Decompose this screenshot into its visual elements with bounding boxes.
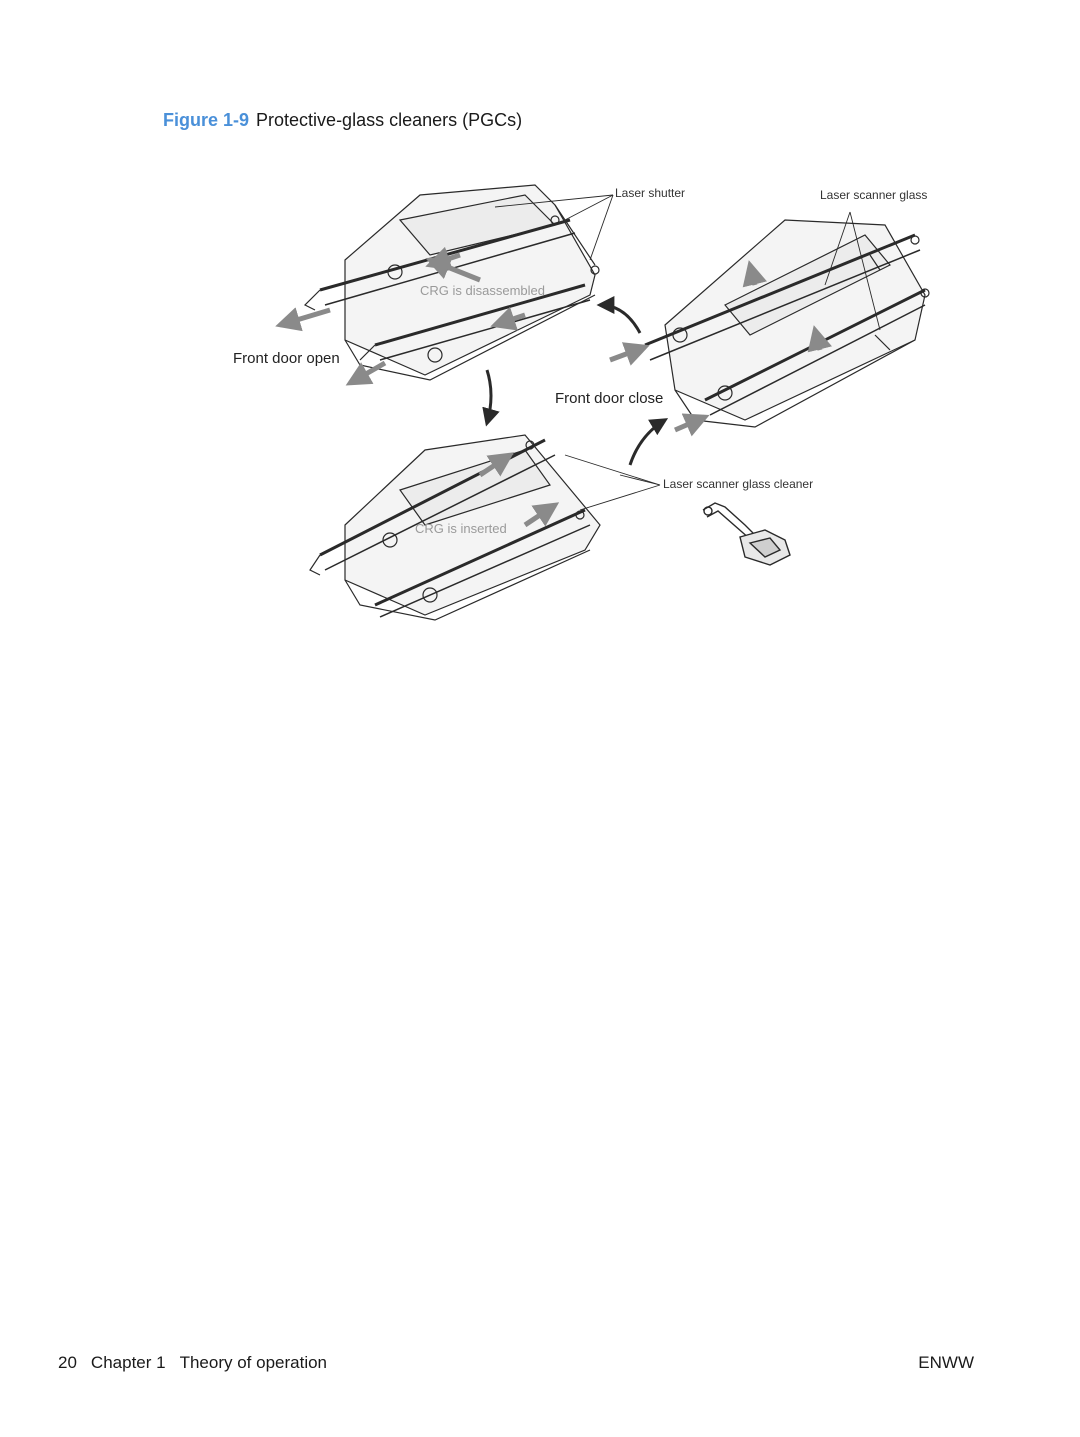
publisher-code: ENWW — [918, 1353, 974, 1372]
label-laser-shutter: Laser shutter — [615, 186, 685, 200]
pgc-diagram: Laser shutter Laser scanner glass CRG is… — [225, 165, 950, 630]
glass-cleaner-part — [702, 502, 791, 566]
label-crg-disassembled: CRG is disassembled — [420, 283, 545, 298]
page-footer: 20 Chapter 1 Theory of operation ENWW — [58, 1352, 974, 1374]
cycle-arrows — [482, 296, 669, 466]
figure-number: 9 — [239, 110, 250, 130]
printer-unit-disassembled — [303, 184, 600, 381]
label-front-door-close: Front door close — [555, 390, 663, 407]
chapter-title: Theory of operation — [179, 1353, 328, 1372]
figure-label: Figure 1- — [163, 110, 240, 130]
motion-arrows — [275, 246, 832, 528]
figure-title: Protective-glass cleaners (PGCs) — [256, 110, 523, 130]
chapter-label: Chapter 1 — [90, 1353, 166, 1372]
label-laser-scanner-glass-cleaner: Laser scanner glass cleaner — [663, 477, 813, 491]
leader-lines — [494, 194, 881, 511]
page-number: 20 — [58, 1353, 77, 1372]
printer-unit-door-closed — [644, 219, 930, 428]
label-crg-inserted: CRG is inserted — [415, 521, 507, 536]
label-front-door-open: Front door open — [233, 350, 340, 367]
figure-caption: Figure 1-9 Protective-glass cleaners (PGC… — [163, 108, 522, 132]
footer-left: 20 Chapter 1 Theory of operation — [58, 1352, 341, 1374]
label-laser-scanner-glass: Laser scanner glass — [820, 188, 927, 202]
